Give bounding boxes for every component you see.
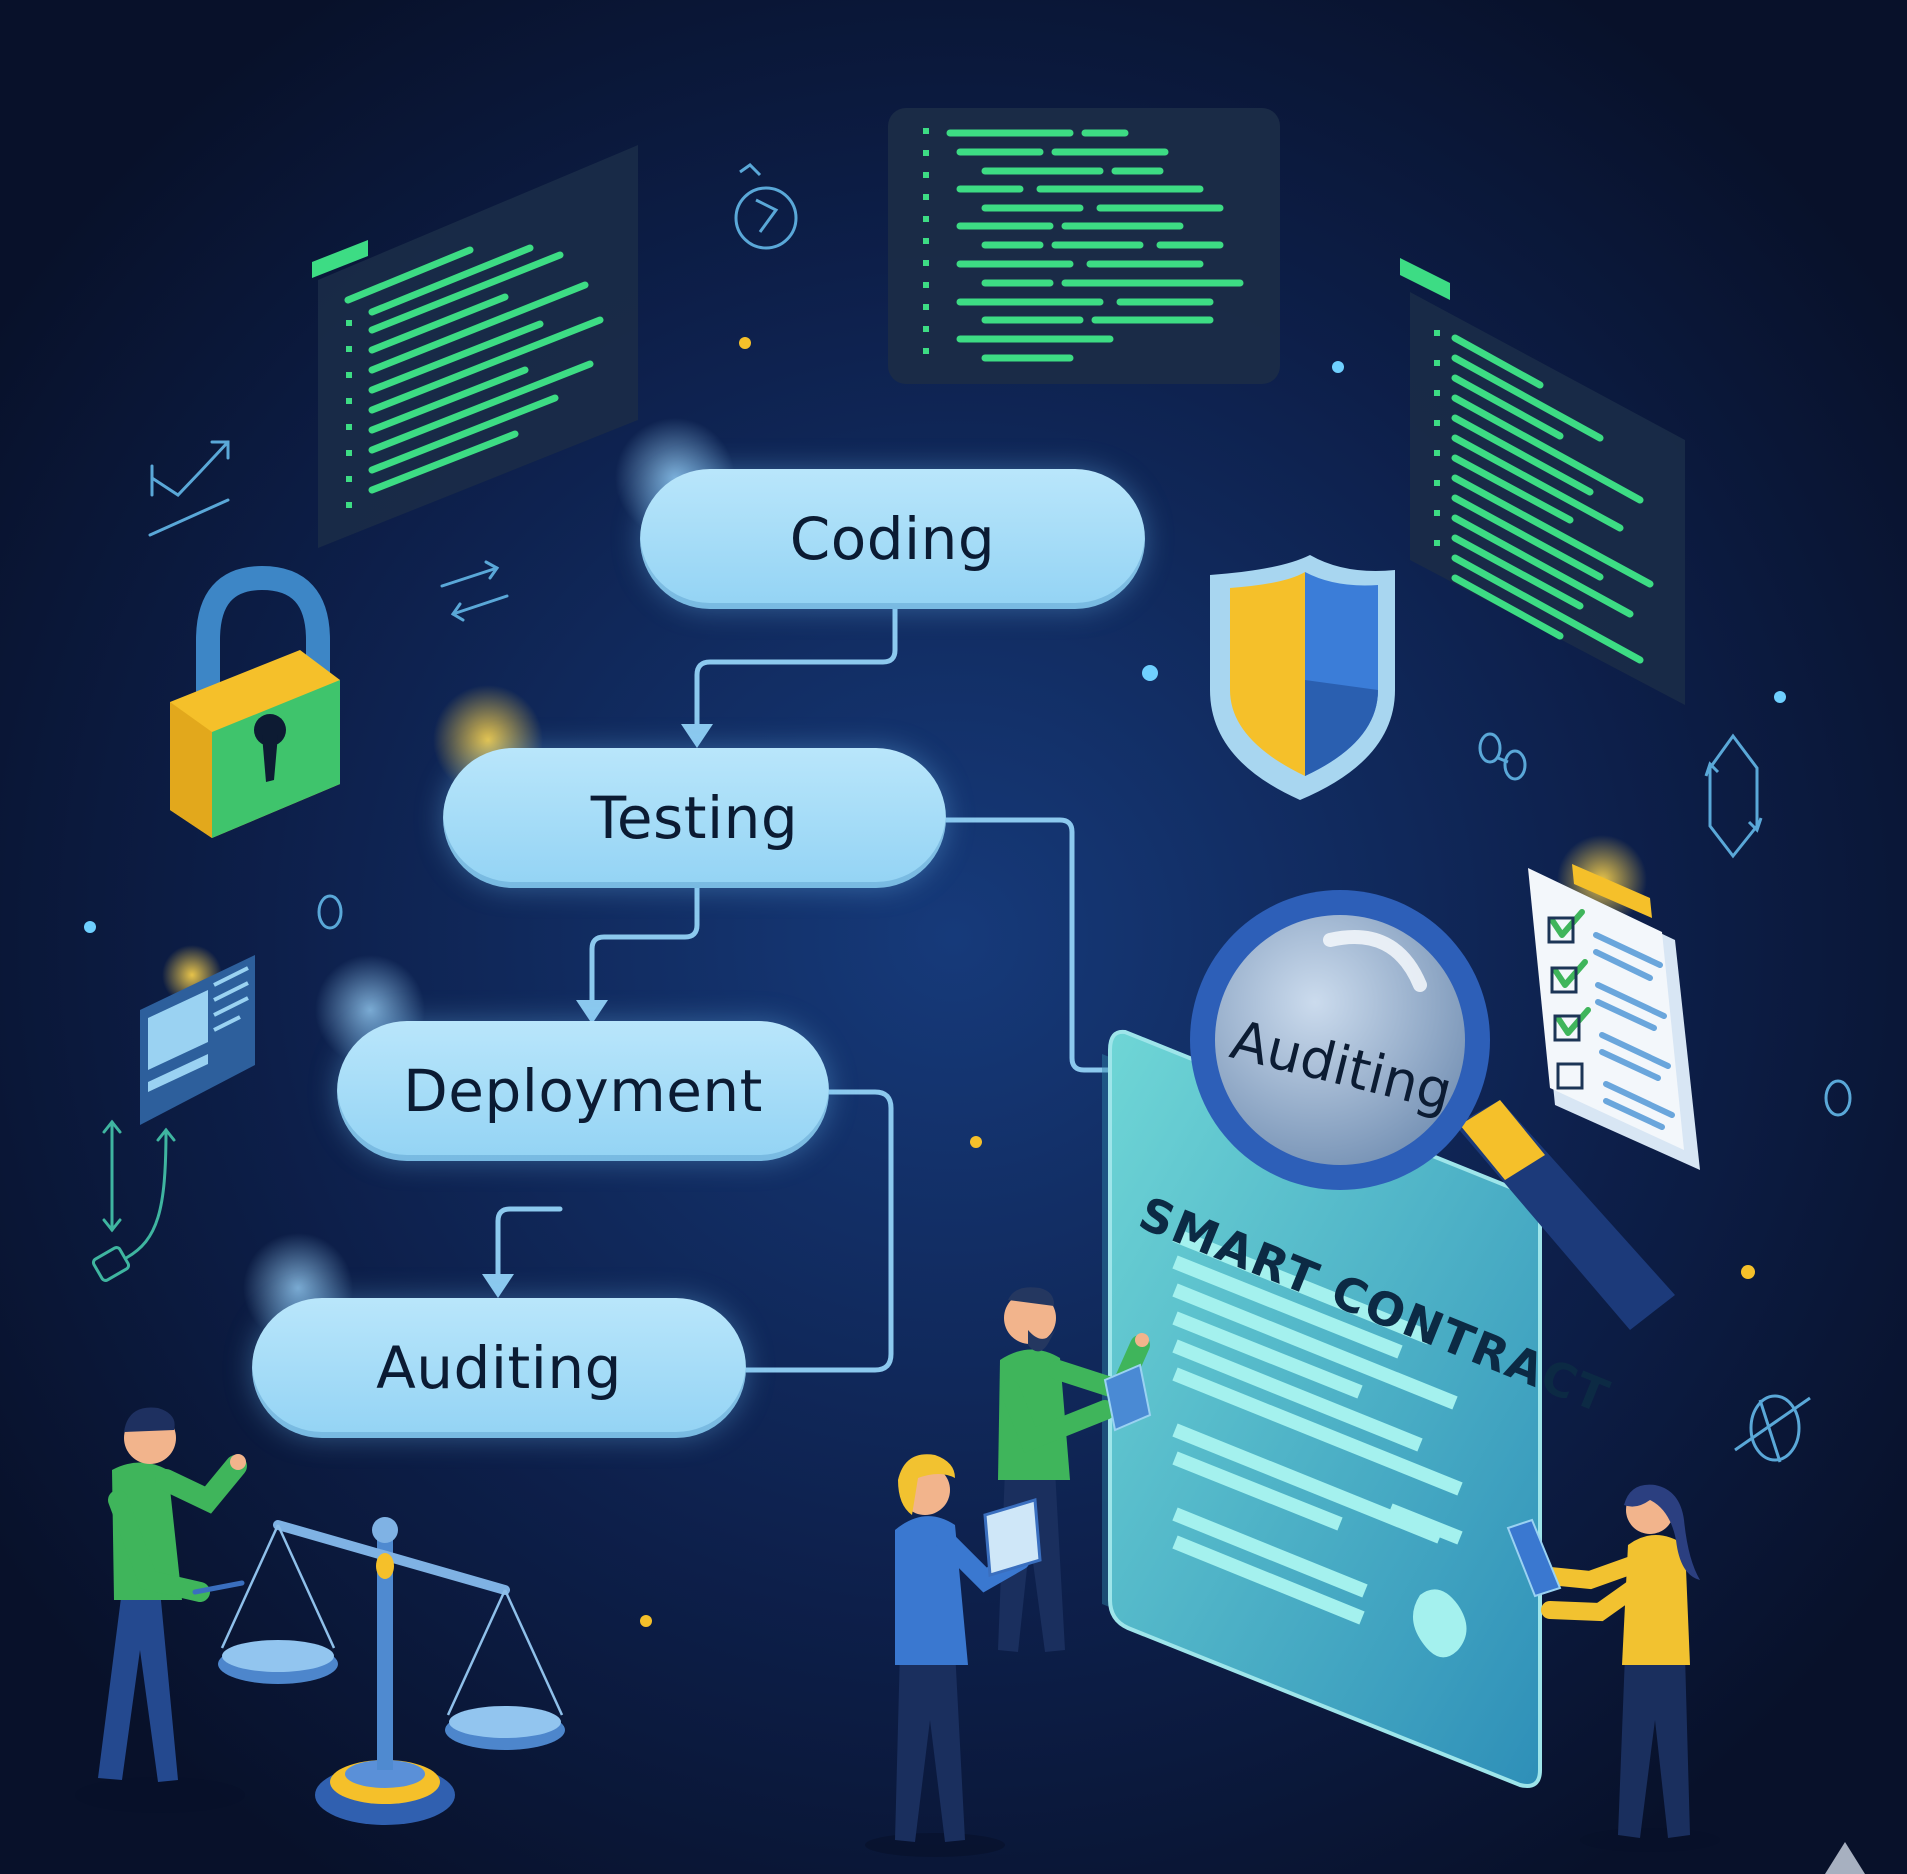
connector-deployment-auditing: [743, 1089, 894, 1373]
code-panel-icon: [888, 108, 1280, 384]
scales-icon: [218, 1517, 565, 1825]
padlock-icon: [170, 565, 340, 838]
step-coding-label: Coding: [789, 505, 996, 573]
step-deployment-label: Deployment: [403, 1057, 763, 1125]
node-link-icon: [1478, 732, 1527, 781]
connector-testing-contract: [943, 817, 1111, 1073]
shield-icon: [1210, 555, 1395, 800]
cycle-icon: [734, 163, 798, 250]
step-coding: Coding: [640, 469, 1145, 609]
particles: [84, 337, 1786, 1627]
id-card-icon: [140, 945, 255, 1125]
checklist-icon: [1528, 835, 1700, 1170]
flow-connectors: [495, 606, 1111, 1373]
person-icon: [1506, 1484, 1720, 1852]
magnifier-icon: [1190, 890, 1675, 1330]
step-deployment: Deployment: [337, 1021, 829, 1161]
person-icon: [75, 1407, 247, 1813]
connector-testing-deployment: [589, 885, 700, 1007]
compass-icon: [1734, 1394, 1811, 1463]
swap-arrows-icon: [440, 560, 509, 622]
connector-coding-testing: [694, 606, 898, 731]
person-icon: [865, 1454, 1042, 1857]
chart-arrow-icon: [148, 440, 230, 537]
code-panel-icon: [1400, 258, 1685, 705]
step-auditing: Auditing: [252, 1298, 746, 1438]
smart-contract-document-icon: [1102, 1029, 1542, 1788]
sparkle-icon: [1825, 1842, 1865, 1874]
step-testing-label: Testing: [590, 784, 799, 852]
link-arrows-icon: [91, 1119, 176, 1282]
hexagon-cycle-icon: [1704, 733, 1763, 859]
step-testing: Testing: [443, 748, 946, 888]
connector-to-auditing: [495, 1206, 563, 1281]
ring-icon: [317, 894, 1852, 1117]
code-panel-icon: [312, 145, 638, 548]
flow-arrowheads: [482, 724, 713, 1298]
step-auditing-label: Auditing: [376, 1334, 622, 1402]
